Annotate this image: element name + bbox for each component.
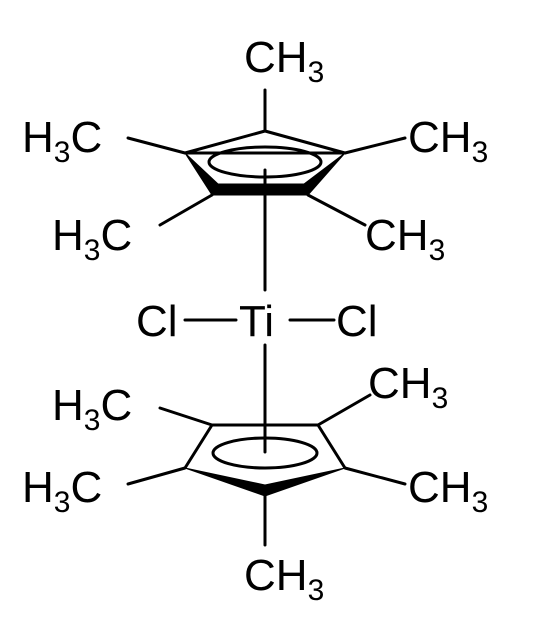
bottom-methyl-label-bottom: CH3 xyxy=(244,551,324,607)
bottom-methyl-label-back-right: CH3 xyxy=(368,359,448,415)
bottom-methyl-bond-left xyxy=(126,466,187,486)
chlorine-right-label: Cl xyxy=(336,297,378,346)
bottom-methyl-bond-right xyxy=(343,466,407,486)
bottom-ring-front-wedge xyxy=(184,467,346,497)
bottom-ring-back-edges xyxy=(183,423,347,469)
bottom-methyl-label-left: H3C xyxy=(22,463,102,519)
top-methyl-label-right: CH3 xyxy=(408,113,488,169)
top-methyl-bond-front-right xyxy=(306,193,367,227)
bottom-methyl-label-right: CH3 xyxy=(408,463,488,519)
top-ring-back-edges xyxy=(183,129,347,155)
top-methyl-bond-front-left xyxy=(158,193,214,227)
bottom-methyl-bond-back-left xyxy=(158,406,214,427)
bottom-methyl-bond-back-right xyxy=(316,393,372,427)
top-methyl-label-left: H3C xyxy=(22,113,102,169)
top-methyl-label-front-right: CH3 xyxy=(365,211,445,267)
chlorine-left-label: Cl xyxy=(136,297,178,346)
bottom-ring-aromatic-circle xyxy=(211,436,319,470)
top-methyl-label-top: CH3 xyxy=(244,33,324,89)
titanium-label: Ti xyxy=(239,297,274,346)
bottom-methyl-label-back-left: H3C xyxy=(52,381,132,437)
top-methyl-bond-right xyxy=(343,136,407,155)
top-methyl-label-front-left: H3C xyxy=(52,211,132,267)
bottom-cp-ring xyxy=(126,393,407,547)
top-cp-ring xyxy=(126,88,407,227)
top-methyl-bond-left xyxy=(126,136,187,155)
